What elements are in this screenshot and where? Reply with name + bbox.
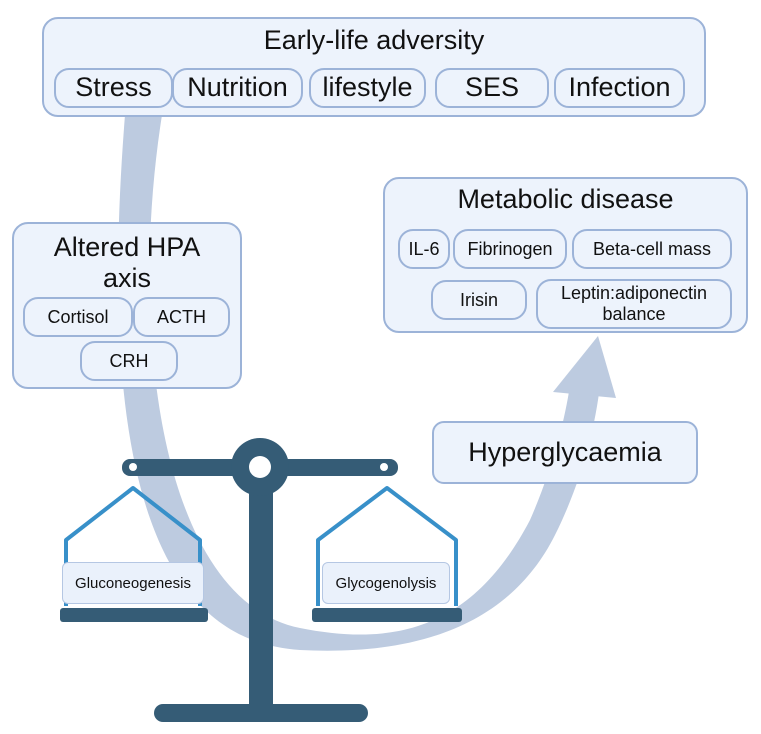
hpa-item-acth: ACTH xyxy=(133,297,230,337)
scale-pole xyxy=(249,468,273,708)
left-pan-tray xyxy=(60,608,208,622)
right-pan-rope xyxy=(316,486,458,606)
adversity-item-ses: SES xyxy=(435,68,549,108)
metabolic-item-leptin-adiponectin: Leptin:adiponectin balance xyxy=(536,279,732,329)
hyperglycaemia-box: Hyperglycaemia xyxy=(432,421,698,484)
glycogenolysis-label: Glycogenolysis xyxy=(322,562,450,604)
adversity-item-nutrition: Nutrition xyxy=(172,68,303,108)
early-life-adversity-panel: Early-life adversity Stress Nutrition li… xyxy=(42,17,706,117)
adversity-item-lifestyle: lifestyle xyxy=(309,68,426,108)
metabolic-item-irisin: Irisin xyxy=(431,280,527,320)
hpa-item-crh: CRH xyxy=(80,341,178,381)
adversity-item-infection: Infection xyxy=(554,68,685,108)
metabolic-disease-title: Metabolic disease xyxy=(457,184,674,214)
right-pan-tray xyxy=(312,608,462,622)
hpa-item-cortisol: Cortisol xyxy=(23,297,133,337)
scale-beam-pin-right xyxy=(380,463,388,471)
scale-beam-pin-left xyxy=(129,463,137,471)
metabolic-disease-panel: Metabolic disease IL-6 Fibrinogen Beta-c… xyxy=(383,177,748,333)
hpa-title-line1: Altered HPA xyxy=(53,232,201,262)
hpa-title-line2: axis xyxy=(102,263,151,293)
scale-pivot-hole xyxy=(249,456,271,478)
adversity-item-stress: Stress xyxy=(54,68,173,108)
metabolic-item-il6: IL-6 xyxy=(398,229,450,269)
metabolic-item-fibrinogen: Fibrinogen xyxy=(453,229,567,269)
cycle-arrow-head xyxy=(553,336,616,398)
metabolic-item-beta-cell-mass: Beta-cell mass xyxy=(572,229,732,269)
scale-base xyxy=(154,704,368,722)
leptin-line2: balance xyxy=(602,304,666,324)
leptin-line1: Leptin:adiponectin xyxy=(560,283,708,304)
balance-scale xyxy=(60,438,462,722)
altered-hpa-axis-panel: Altered HPA axis Cortisol ACTH CRH xyxy=(12,222,242,389)
early-life-adversity-title: Early-life adversity xyxy=(263,25,485,55)
gluconeogenesis-label: Gluconeogenesis xyxy=(62,562,204,604)
